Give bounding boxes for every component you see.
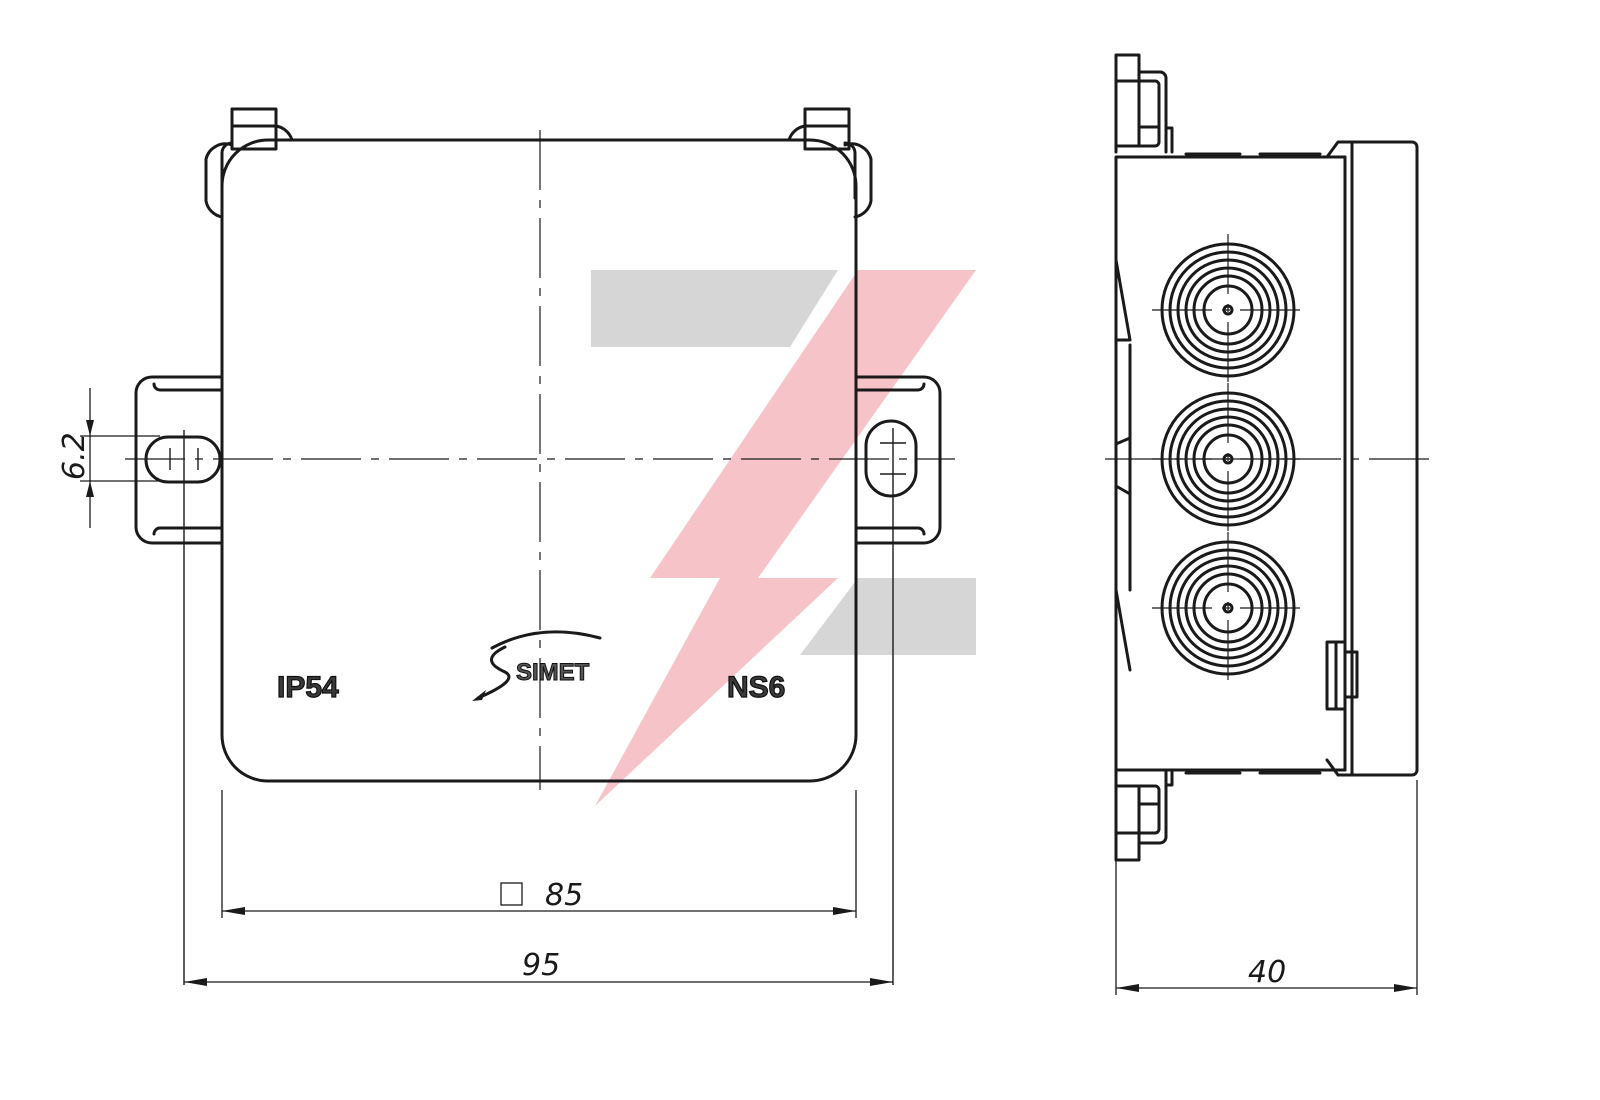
slot-dimension-value: 6.2 — [57, 432, 92, 480]
dimension-slot-height: 6.2 — [57, 388, 160, 528]
cable-gland — [1152, 234, 1304, 386]
dimension-body-width: 85 — [221, 790, 857, 918]
model-label: NS6 — [727, 671, 785, 704]
brand-logo: SIMET — [472, 630, 602, 701]
front-view: IP54 SIMET NS6 6.2 85 — [57, 107, 955, 986]
depth-value: 40 — [1248, 955, 1286, 990]
square-symbol — [500, 882, 523, 906]
cable-glands — [1152, 234, 1304, 684]
side-bottom-clip — [1114, 768, 1174, 862]
brand-text: SIMET — [516, 659, 590, 686]
protection-rating-label: IP54 — [277, 671, 339, 704]
watermark-lightning-bolt — [595, 270, 976, 806]
watermark-bar-bottom — [800, 578, 976, 655]
body-width-value: 85 — [545, 878, 583, 913]
dimension-depth: 40 — [1115, 780, 1418, 995]
left-mounting-lug — [134, 375, 224, 545]
top-left-clip — [204, 107, 294, 219]
cable-gland — [1152, 532, 1304, 684]
watermark-bar-top — [591, 270, 838, 347]
lid-outline — [220, 138, 858, 783]
side-top-clip — [1114, 53, 1174, 154]
top-right-clip — [787, 107, 873, 219]
overall-width-value: 95 — [522, 948, 560, 983]
watermark-logo — [591, 270, 976, 806]
side-view: 40 — [1105, 53, 1430, 995]
dimension-overall-width: 95 — [184, 948, 893, 986]
slot-crosshairs — [169, 428, 906, 985]
